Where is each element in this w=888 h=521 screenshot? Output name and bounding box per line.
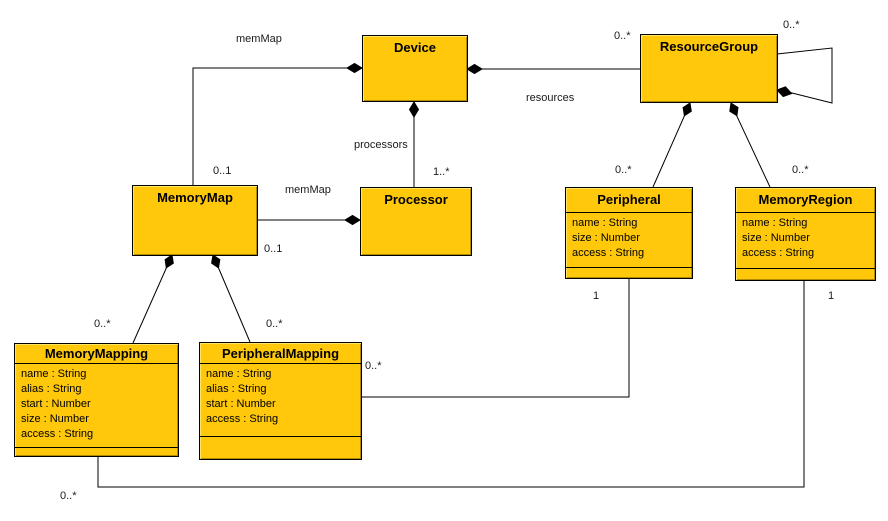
attribute: name : String	[742, 217, 808, 229]
attributes-compartment: name : String size : Number access : Str…	[566, 213, 692, 268]
multiplicity-label: 1..*	[433, 166, 450, 178]
class-title: ResourceGroup	[659, 39, 759, 54]
class-title: Peripheral	[566, 188, 692, 213]
class-resourcegroup: ResourceGroup	[640, 34, 778, 103]
composition-diamond	[729, 102, 739, 117]
role-label-processors: processors	[354, 139, 408, 151]
role-label-memmap: memMap	[285, 184, 331, 196]
operations-compartment	[566, 268, 692, 278]
operations-compartment	[15, 448, 178, 456]
multiplicity-label: 0..*	[783, 19, 800, 31]
multiplicity-label: 0..*	[60, 490, 77, 502]
attribute: access : String	[206, 413, 279, 425]
attribute: access : String	[21, 428, 94, 440]
composition-diamond	[466, 63, 483, 75]
connector-memorymap-memorymapping	[132, 254, 174, 344]
attribute: name : String	[572, 217, 638, 229]
multiplicity-label: 0..*	[615, 164, 632, 176]
role-label-memmap: memMap	[236, 33, 282, 45]
connector-resourcegroup-peripheral	[652, 102, 692, 188]
multiplicity-label: 1	[828, 290, 835, 302]
connector-device-processor	[408, 101, 420, 187]
attribute: alias : String	[21, 383, 82, 395]
role-label-resources: resources	[526, 92, 575, 104]
composition-diamond	[776, 86, 793, 98]
multiplicity-label: 0..1	[264, 243, 283, 255]
multiplicity-label: 0..*	[792, 164, 809, 176]
connector-device-resourcegroup	[466, 63, 640, 75]
class-processor: Processor	[360, 187, 472, 256]
multiplicity-label: 0..*	[365, 360, 382, 372]
operations-compartment	[200, 437, 361, 459]
class-memorymapping: MemoryMapping name : String alias : Stri…	[14, 343, 179, 457]
class-title: MemoryRegion	[736, 188, 875, 213]
class-memoryregion: MemoryRegion name : String size : Number…	[735, 187, 876, 281]
connector-device-memorymap	[192, 62, 363, 185]
operations-compartment	[736, 269, 875, 280]
connector-memorymap-processor	[257, 214, 361, 226]
composition-diamond	[346, 62, 363, 74]
attribute: access : String	[742, 247, 815, 259]
attributes-compartment: name : String alias : String start : Num…	[15, 364, 178, 448]
class-peripheral: Peripheral name : String size : Number a…	[565, 187, 693, 279]
class-device: Device	[362, 35, 468, 102]
class-peripheralmapping: PeripheralMapping name : String alias : …	[199, 342, 362, 460]
multiplicity-label: 0..*	[94, 318, 111, 330]
attribute: start : Number	[21, 398, 91, 410]
multiplicity-label: 0..*	[266, 318, 283, 330]
class-title: Processor	[384, 192, 448, 207]
connector-resourcegroup-self	[776, 47, 833, 104]
connector-memorymap-peripheralmapping	[211, 254, 251, 343]
composition-diamond	[344, 214, 361, 226]
class-title: PeripheralMapping	[200, 343, 361, 364]
composition-diamond	[164, 254, 174, 269]
connector-peripheral-peripheralmapping	[361, 279, 630, 398]
attribute: alias : String	[206, 383, 267, 395]
composition-diamond	[408, 101, 420, 118]
class-title: MemoryMap	[157, 190, 233, 205]
class-title: Device	[394, 40, 436, 55]
multiplicity-label: 0..*	[614, 30, 631, 42]
attribute: start : Number	[206, 398, 276, 410]
attribute: size : Number	[572, 232, 640, 244]
attribute: size : Number	[21, 413, 89, 425]
attribute: name : String	[21, 368, 87, 380]
class-title: MemoryMapping	[15, 344, 178, 364]
multiplicity-label: 0..1	[213, 165, 232, 177]
attributes-compartment: name : String size : Number access : Str…	[736, 213, 875, 269]
composition-diamond	[682, 102, 692, 117]
connector-memoryregion-memorymapping	[97, 281, 805, 488]
connector-resourcegroup-memoryregion	[729, 102, 771, 188]
attribute: access : String	[572, 247, 645, 259]
multiplicity-label: 1	[593, 290, 600, 302]
attribute: name : String	[206, 368, 272, 380]
attribute: size : Number	[742, 232, 810, 244]
composition-diamond	[211, 254, 221, 269]
attributes-compartment: name : String alias : String start : Num…	[200, 364, 361, 437]
class-memorymap: MemoryMap	[132, 185, 258, 256]
